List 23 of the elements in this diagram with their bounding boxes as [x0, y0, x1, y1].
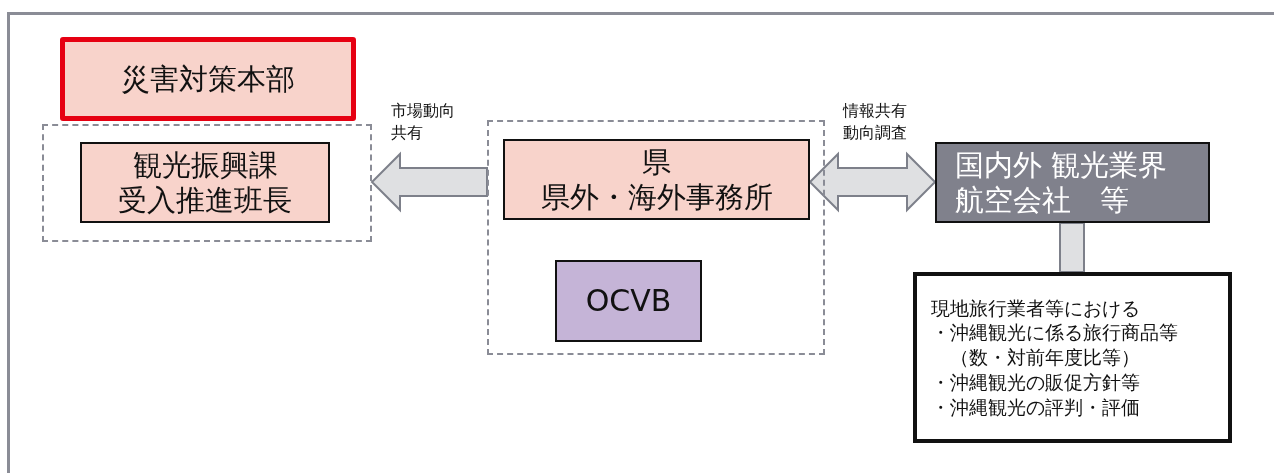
dashed-group-box	[487, 120, 825, 355]
note-box	[913, 272, 1232, 443]
node-label: 国内外 観光業界	[955, 147, 1168, 183]
node-label: 観光振興課	[132, 147, 278, 183]
process-box	[60, 37, 356, 121]
node-label: 県外・海外事務所	[540, 179, 773, 215]
process-box	[80, 142, 330, 223]
block-arrow	[370, 151, 488, 213]
node-label: OCVB	[585, 283, 672, 319]
process-box	[555, 260, 702, 342]
block-arrow	[808, 151, 937, 213]
node-label: 現地旅行業者等における	[931, 295, 1140, 321]
node-label: ・沖縄観光の販促方針等	[931, 369, 1141, 395]
node-label: ・沖縄観光に係る旅行商品等（数・対前年度比等）	[931, 320, 1179, 370]
node-label: 災害対策本部	[121, 61, 295, 97]
process-box	[503, 139, 810, 220]
connector-bar	[1059, 222, 1085, 273]
node-label: ・沖縄観光の評判・評価	[931, 394, 1141, 420]
process-box	[935, 142, 1210, 223]
node-label: 受入推進班長	[118, 182, 292, 218]
dashed-group-box	[42, 124, 372, 242]
node-label: 航空会社 等	[955, 182, 1129, 218]
node-label: 県	[642, 144, 671, 180]
